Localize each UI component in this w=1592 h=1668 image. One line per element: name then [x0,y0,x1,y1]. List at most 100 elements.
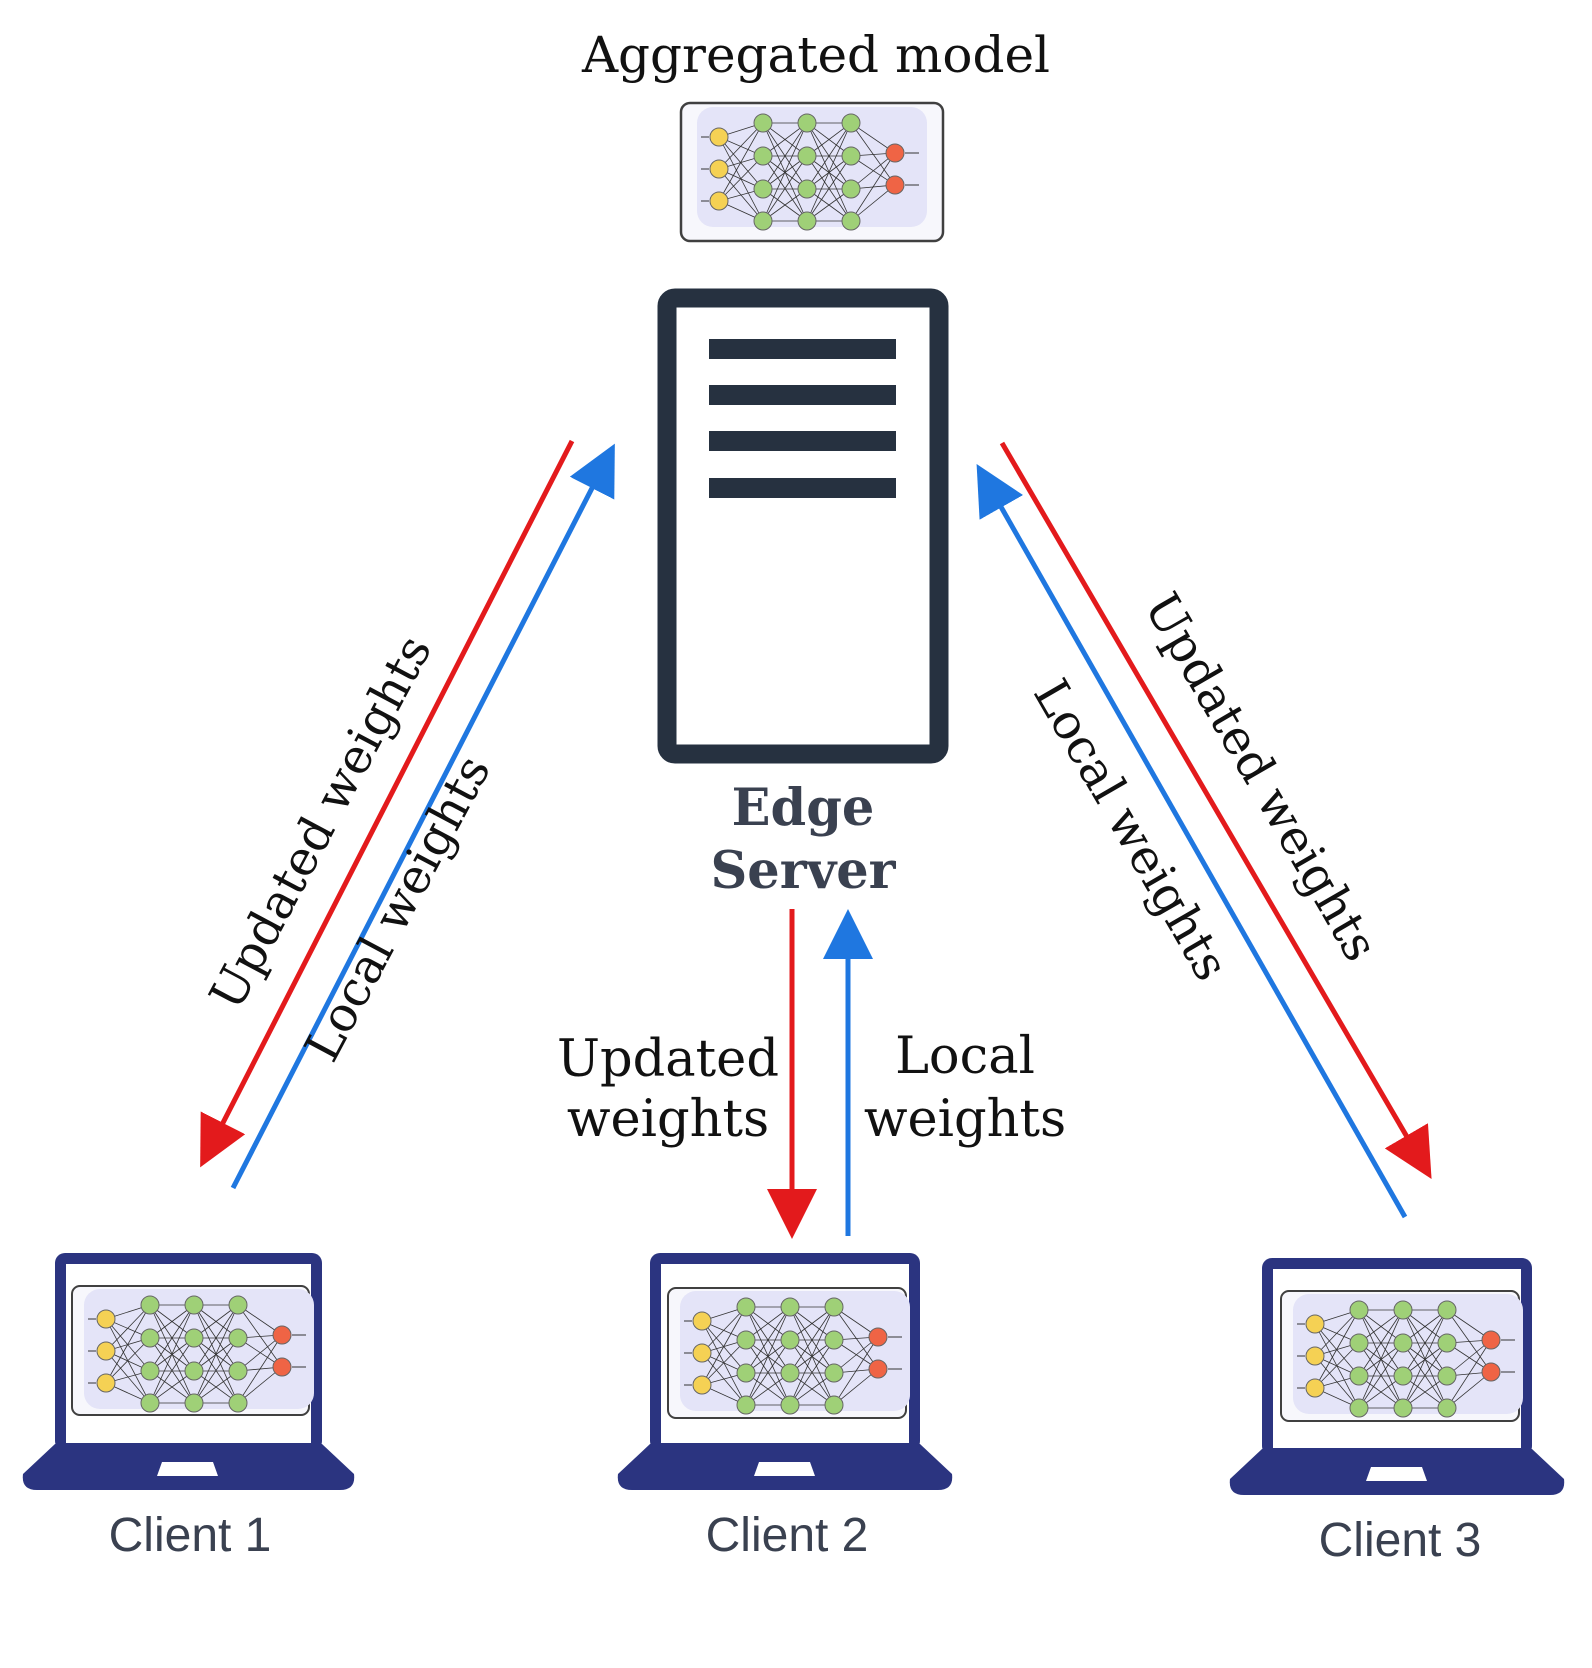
client2-laptop [617,1253,953,1490]
nn-edge [149,1304,195,1372]
nn-panel-background [1293,1294,1523,1414]
nn-edge [1402,1309,1448,1409]
nn-hidden-node [1349,1300,1369,1320]
nn-edge [193,1304,239,1404]
nn-hidden-node [1393,1333,1413,1353]
nn-edge [237,1304,283,1368]
nn-edge [789,1306,835,1406]
nn-output-node [868,1327,888,1347]
nn-hidden-node [1393,1398,1413,1418]
nn-hidden-node [184,1393,204,1413]
client2-label: Client 2 [706,1509,869,1562]
server-icon [657,288,949,764]
nn-edge [762,122,808,222]
nn-hidden-node [228,1328,248,1348]
nn-input-node [709,127,729,147]
nn-input-node [1305,1314,1325,1334]
nn-hidden-node [753,211,773,231]
nn-edge [105,1304,151,1352]
nn-hidden-node [841,179,861,199]
client2-local-label-line2: weights [864,1090,1066,1149]
nn-edge [193,1304,239,1372]
nn-output-node [868,1359,888,1379]
nn-edge [850,152,896,222]
nn-hidden-node [140,1361,160,1381]
nn-edge [1314,1309,1360,1357]
nn-edge [237,1334,283,1404]
nn-edge [701,1320,747,1374]
server-label-line1: Edge [732,778,875,838]
nn-hidden-node [780,1395,800,1415]
nn-edge [149,1337,195,1404]
nn-edge [105,1318,151,1372]
nn-hidden-node [797,211,817,231]
nn-hidden-node [228,1295,248,1315]
nn-edge [789,1339,835,1406]
nn-edge [1446,1309,1492,1373]
nn-hidden-node [841,211,861,231]
nn-edge [1358,1309,1404,1377]
nn-edge [1314,1342,1360,1389]
nn-hidden-node [1349,1398,1369,1418]
nn-input-node [692,1375,712,1395]
nn-hidden-node [1349,1366,1369,1386]
nn-edge [806,155,852,222]
nn-hidden-node [736,1395,756,1415]
nn-hidden-node [184,1361,204,1381]
nn-output-node [272,1325,292,1345]
nn-edge [745,1306,791,1374]
client1-updated-weights-label: Updated weights [199,626,443,1018]
nn-hidden-node [753,179,773,199]
nn-input-node [1305,1378,1325,1398]
nn-hidden-node [780,1297,800,1317]
nn-hidden-node [780,1363,800,1383]
nn-hidden-node [736,1363,756,1383]
nn-panel-background [84,1289,314,1409]
aggregated-model-title: Aggregated model [581,26,1050,84]
nn-input-node [96,1373,116,1393]
nn-hidden-node [797,113,817,133]
client3-local-weights-arrow [976,463,1408,1219]
client2-updated-label-line2: weights [567,1090,769,1149]
client2-local-label-line1: Local [895,1027,1035,1086]
nn-edge [745,1339,791,1406]
client3-laptop [1229,1258,1565,1495]
nn-output-node [1481,1362,1501,1382]
nn-hidden-node [780,1330,800,1350]
nn-hidden-node [140,1328,160,1348]
neural-network-icon [1293,1294,1523,1418]
nn-edge [850,122,896,186]
nn-edge [1358,1309,1404,1409]
nn-edge [806,122,852,190]
nn-hidden-node [824,1297,844,1317]
client3-label: Client 3 [1319,1514,1482,1567]
nn-edge [1358,1342,1404,1409]
nn-input-node [1305,1346,1325,1366]
client1-local-weights-arrow [230,443,615,1190]
nn-edge [762,122,808,190]
nn-edge [833,1336,879,1406]
nn-edge [1402,1342,1448,1409]
nn-hidden-node [1437,1333,1457,1353]
client1-updated-weights-arrow [200,439,575,1168]
nn-edge [149,1304,195,1404]
nn-edge [1314,1323,1360,1377]
nn-input-node [692,1343,712,1363]
nn-hidden-node [1437,1366,1457,1386]
client1-label: Client 1 [109,1509,272,1562]
aggregated-model-card [679,101,945,243]
nn-panel-background [680,1291,910,1411]
nn-hidden-node [824,1330,844,1350]
nn-hidden-node [1349,1333,1369,1353]
nn-hidden-node [1393,1366,1413,1386]
nn-edge [718,122,764,202]
nn-hidden-node [841,113,861,133]
nn-edge [701,1306,747,1386]
nn-edge [701,1306,747,1354]
nn-edge [745,1306,791,1406]
nn-edge [718,155,764,202]
client2-updated-label-line1: Updated [557,1030,779,1089]
nn-edge [718,122,764,170]
server-label-line2: Server [710,841,896,901]
